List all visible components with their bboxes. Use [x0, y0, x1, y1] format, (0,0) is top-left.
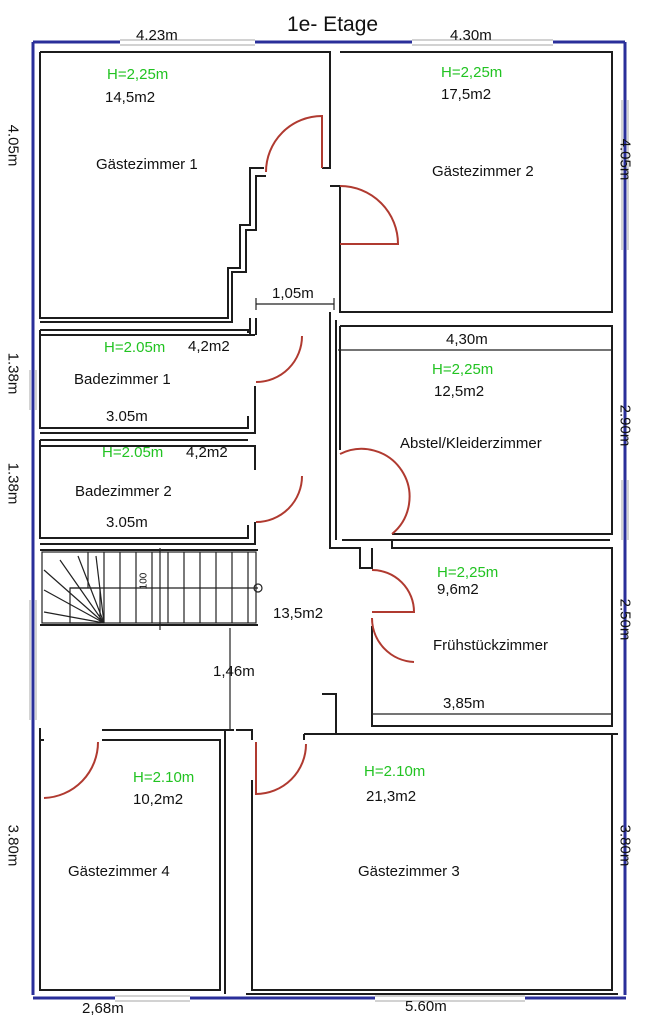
area-gaestezimmer-1: 14,5m2 — [105, 89, 156, 106]
height-badezimmer-2: H=2.05m — [102, 444, 164, 461]
name-gaestezimmer-4: Gästezimmer 4 — [68, 863, 170, 880]
dim-right-fruehstueck: 2.50m — [616, 598, 634, 641]
outer-walls — [31, 40, 627, 1000]
name-badezimmer-2: Badezimmer 2 — [75, 483, 172, 500]
dimension-lines — [229, 298, 612, 730]
dim-left-bad1: 1.38m — [4, 352, 22, 395]
name-fruehstueck: Frühstückzimmer — [433, 637, 549, 654]
dim-left-g4: 3.80m — [4, 824, 22, 867]
staircase — [41, 548, 263, 630]
dim-bad2-width: 3.05m — [106, 514, 148, 531]
area-badezimmer-2: 4,2m2 — [186, 444, 228, 461]
inner-walls — [39, 51, 618, 995]
name-gaestezimmer-1: Gästezimmer 1 — [96, 156, 198, 173]
name-abstel: Abstel/Kleiderzimmer — [400, 435, 542, 452]
dim-top-left: 4.23m — [136, 27, 178, 44]
dim-right-g2: 4.05m — [616, 138, 634, 181]
dim-corridor: 1,05m — [272, 285, 314, 302]
area-gaestezimmer-2: 17,5m2 — [441, 86, 492, 103]
dim-bottom-right: 5.60m — [405, 998, 447, 1015]
height-abstel: H=2,25m — [432, 361, 494, 378]
dim-stair-width: 1,46m — [213, 663, 255, 680]
area-flur: 13,5m2 — [273, 605, 324, 622]
dim-right-g3: 3.80m — [616, 824, 634, 867]
dim-left-bad2: 1.38m — [4, 462, 22, 505]
doors — [43, 114, 416, 799]
area-badezimmer-1: 4,2m2 — [188, 338, 230, 355]
plan-title: 1e- Etage — [287, 13, 379, 36]
height-gaestezimmer-2: H=2,25m — [441, 64, 503, 81]
dim-top-right: 4.30m — [450, 27, 492, 44]
windows — [29, 39, 629, 1002]
dim-fruehstueck-width: 3,85m — [443, 695, 485, 712]
dim-left-g1: 4.05m — [4, 124, 22, 167]
height-gaestezimmer-4: H=2.10m — [133, 769, 195, 786]
height-gaestezimmer-1: H=2,25m — [107, 66, 169, 83]
height-gaestezimmer-3: H=2.10m — [364, 763, 426, 780]
name-badezimmer-1: Badezimmer 1 — [74, 371, 171, 388]
stair-label: 100 — [138, 572, 150, 590]
dim-bad1-width: 3.05m — [106, 408, 148, 425]
height-badezimmer-1: H=2.05m — [104, 339, 166, 356]
area-gaestezimmer-4: 10,2m2 — [133, 791, 184, 808]
dim-right-abstel: 2.90m — [616, 404, 634, 447]
area-fruehstueck: 9,6m2 — [437, 581, 479, 598]
height-fruehstueck: H=2,25m — [437, 564, 499, 581]
dim-bottom-left: 2,68m — [82, 1000, 124, 1017]
area-abstel: 12,5m2 — [434, 383, 485, 400]
dim-abstel-width: 4,30m — [446, 331, 488, 348]
name-gaestezimmer-3: Gästezimmer 3 — [358, 863, 460, 880]
area-gaestezimmer-3: 21,3m2 — [366, 788, 417, 805]
name-gaestezimmer-2: Gästezimmer 2 — [432, 163, 534, 180]
